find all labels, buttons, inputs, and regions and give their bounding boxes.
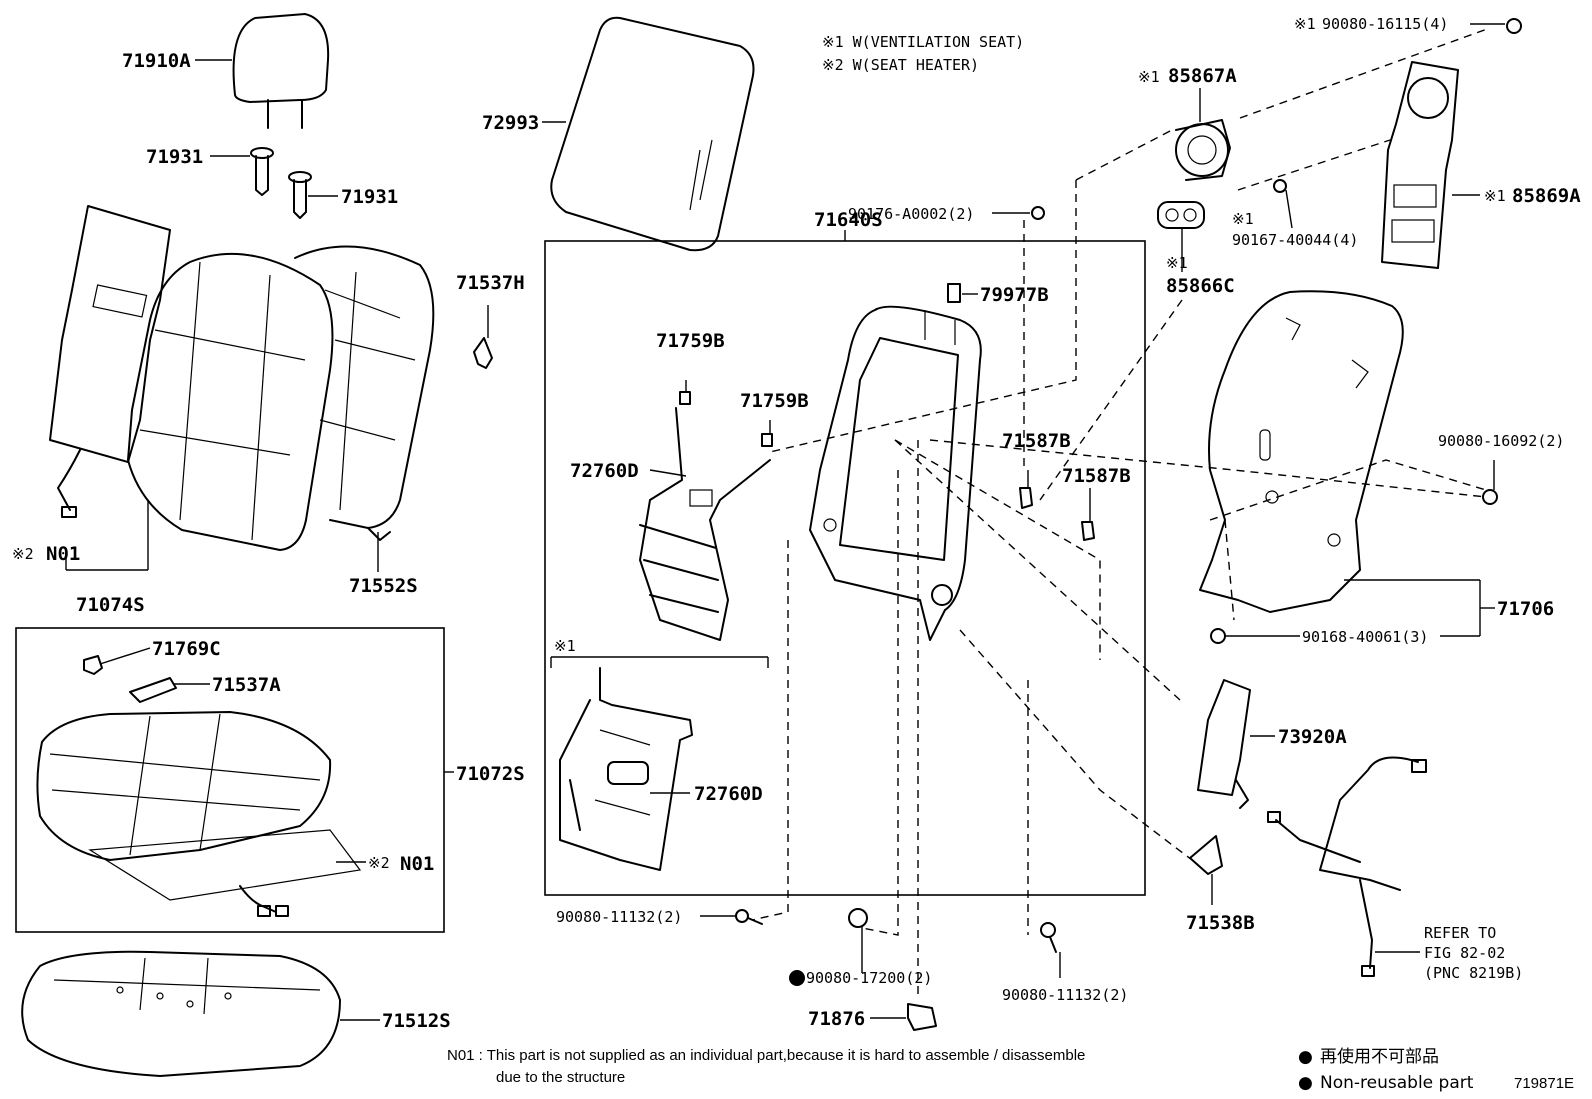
- seat-cushion-box: [15, 627, 445, 933]
- nut-90080-17200-drawing: [848, 908, 868, 928]
- label-90167: 90167-40044(4): [1232, 231, 1358, 249]
- screw-90080-16092-drawing: [1482, 489, 1498, 505]
- clip-71876-drawing: [907, 1003, 937, 1031]
- dashed-connectors: [751, 27, 1491, 1000]
- headrest-drawing: [232, 13, 330, 129]
- label-71931-a: 71931: [146, 146, 203, 168]
- seatback-frame-drawing: [809, 305, 982, 641]
- refer-line-1: REFER TO: [1424, 924, 1496, 942]
- note-seat-heater: ※2 W(SEAT HEATER): [822, 56, 979, 74]
- headrest-guide-drawing: [250, 147, 312, 219]
- label-72760D-a: 72760D: [570, 460, 639, 482]
- note-ventilation-seat: ※1 W(VENTILATION SEAT): [822, 33, 1024, 51]
- label-71587B-b: 71587B: [1062, 465, 1131, 487]
- label-71931-b: 71931: [341, 186, 398, 208]
- label-90080-16115: 90080-16115(4): [1322, 15, 1448, 33]
- figure-id: 719871E: [1514, 1075, 1574, 1092]
- label-71759B-b: 71759B: [740, 390, 809, 412]
- label-N01-b-mark: ※2: [368, 854, 390, 872]
- label-71512S: 71512S: [382, 1010, 451, 1032]
- seatback-heater-drawing: [49, 205, 171, 518]
- label-85866C-mark: ※1: [1166, 254, 1188, 272]
- label-N01-b: N01: [400, 853, 434, 875]
- label-90176: 90176-A0002(2): [848, 205, 974, 223]
- label-90167-mark: ※1: [1232, 210, 1254, 228]
- footnote-line-1: N01 : This part is not supplied as an in…: [447, 1047, 1085, 1064]
- label-71910A: 71910A: [122, 50, 191, 72]
- label-71538B: 71538B: [1186, 912, 1255, 934]
- part-79977B-drawing: [947, 283, 961, 303]
- label-71876: 71876: [808, 1008, 865, 1030]
- ventilation-fan-drawing: [1175, 119, 1231, 181]
- legend-bullet-1: ●: [1298, 1047, 1313, 1067]
- label-90168: 90168-40061(3): [1302, 628, 1428, 646]
- cushion-cover-drawing: [36, 711, 332, 861]
- bolt-90176-drawing: [1031, 206, 1045, 220]
- non-reusable-bullet-icon: [789, 970, 805, 986]
- label-85867A-mark: ※1: [1138, 68, 1160, 86]
- clip-71759B-a-drawing: [679, 391, 691, 405]
- label-71552S: 71552S: [349, 575, 418, 597]
- screw-90168-drawing: [1210, 628, 1226, 644]
- refer-line-2: FIG 82-02: [1424, 944, 1505, 962]
- clip-71759B-b-drawing: [761, 433, 773, 447]
- label-71706: 71706: [1497, 598, 1554, 620]
- seatback-board-drawing: [1199, 290, 1404, 613]
- label-72760D-b: 72760D: [694, 783, 763, 805]
- label-71072S: 71072S: [456, 763, 525, 785]
- wire-harness-drawing: [1267, 756, 1427, 977]
- clip-71587B-a-drawing: [1019, 487, 1033, 509]
- label-90080-16115-mark: ※1: [1294, 15, 1316, 33]
- label-90080-16092: 90080-16092(2): [1438, 432, 1564, 450]
- side-airbag-drawing: [1197, 679, 1251, 796]
- label-85869A: 85869A: [1512, 185, 1581, 207]
- bracket-71537A-drawing: [129, 677, 177, 703]
- cushion-pad-drawing: [21, 950, 341, 1077]
- back-board-drawing: [550, 16, 755, 252]
- label-71769C: 71769C: [152, 638, 221, 660]
- clip-71537H-drawing: [473, 337, 493, 369]
- label-72993: 72993: [482, 112, 539, 134]
- seatback-pad-drawing: [294, 245, 435, 541]
- refer-line-3: (PNC 8219B): [1424, 964, 1523, 982]
- legend-en: Non-reusable part: [1320, 1073, 1474, 1093]
- label-79977B: 79977B: [980, 284, 1049, 306]
- label-71759B-a: 71759B: [656, 330, 725, 352]
- label-90080-17200: 90080-17200(2): [806, 969, 932, 987]
- label-71640S: 71640S: [814, 209, 883, 231]
- label-85866C: 85866C: [1166, 275, 1235, 297]
- lumbar-support-drawing: [639, 407, 771, 641]
- clip-71538B-drawing: [1189, 835, 1223, 875]
- label-85869A-mark: ※1: [1484, 187, 1506, 205]
- label-71537H: 71537H: [456, 272, 525, 294]
- cushion-heater-drawing: [88, 829, 362, 917]
- bolt-90080-11132-b-drawing: [1040, 922, 1057, 953]
- label-73920A: 73920A: [1278, 726, 1347, 748]
- label-72760D-b-mark: ※1: [554, 637, 576, 655]
- seatback-cover-drawing: [127, 252, 334, 551]
- label-N01-a: N01: [46, 543, 80, 565]
- screw-90167-drawing: [1273, 179, 1287, 193]
- bolt-90080-11132-a-drawing: [735, 909, 763, 925]
- ventilation-duct-drawing: [1381, 61, 1459, 269]
- legend-bullet-2: ●: [1298, 1073, 1313, 1093]
- label-90080-11132-b: 90080-11132(2): [1002, 986, 1128, 1004]
- fan-seal-85866C-drawing: [1157, 201, 1205, 229]
- lumbar-support-ventilation-drawing: [559, 667, 693, 871]
- label-71587B-a: 71587B: [1002, 430, 1071, 452]
- screw-90080-16115-drawing: [1506, 18, 1522, 34]
- legend-jp: 再使用不可部品: [1320, 1046, 1439, 1067]
- frame-assembly-box: [544, 240, 1146, 896]
- clip-71769C-drawing: [83, 655, 103, 675]
- clip-71587B-b-drawing: [1081, 521, 1095, 541]
- label-71074S: 71074S: [76, 594, 145, 616]
- label-90080-11132-a: 90080-11132(2): [556, 908, 682, 926]
- footnote-line-2: due to the structure: [496, 1069, 625, 1086]
- label-N01-a-mark: ※2: [12, 545, 34, 563]
- label-71537A: 71537A: [212, 674, 281, 696]
- label-85867A: 85867A: [1168, 65, 1237, 87]
